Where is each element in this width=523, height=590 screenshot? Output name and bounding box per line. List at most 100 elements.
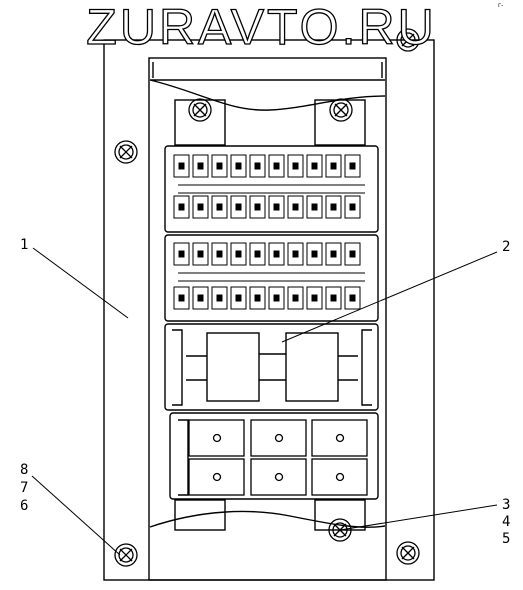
fuse-contact bbox=[235, 250, 242, 258]
fuse-slot bbox=[287, 195, 304, 219]
maxi-fuse bbox=[311, 419, 368, 457]
fuse-slot bbox=[325, 195, 342, 219]
corner-note: г- bbox=[498, 2, 504, 9]
screw-head bbox=[333, 102, 349, 118]
fuse-contact bbox=[235, 294, 242, 302]
fuse-slot bbox=[268, 242, 285, 266]
fuse-contact bbox=[216, 162, 223, 170]
relay-left bbox=[206, 332, 260, 402]
fuse-contact bbox=[311, 162, 318, 170]
fuse-contact bbox=[216, 203, 223, 211]
fuse-slot bbox=[287, 242, 304, 266]
leader-3 bbox=[339, 504, 498, 531]
fuse-slot bbox=[306, 195, 323, 219]
watermark-text: ZURAVTO.RU bbox=[86, 0, 437, 55]
screw-outer bbox=[329, 98, 353, 122]
screw-head bbox=[332, 522, 348, 538]
fuse-contact bbox=[349, 162, 356, 170]
screw-slot bbox=[119, 548, 133, 562]
fuse-contact bbox=[292, 294, 299, 302]
fuse-slot bbox=[268, 195, 285, 219]
maxi-fuse-terminal bbox=[274, 433, 284, 443]
fuse-contact bbox=[254, 162, 261, 170]
fuse-slot bbox=[173, 286, 190, 310]
mount-tab-top-left bbox=[174, 99, 226, 146]
fuse-slot bbox=[306, 286, 323, 310]
fuse-contact bbox=[292, 162, 299, 170]
fuse-contact bbox=[197, 250, 204, 258]
screw-head bbox=[400, 32, 416, 48]
fuse-contact bbox=[292, 250, 299, 258]
fuse-slot bbox=[211, 154, 228, 178]
fuse-slot bbox=[306, 242, 323, 266]
fuse-contact bbox=[349, 203, 356, 211]
fuse-slot bbox=[230, 242, 247, 266]
fuse-contact bbox=[349, 250, 356, 258]
screw-outer bbox=[114, 140, 138, 164]
maxi-fuse-terminal bbox=[335, 472, 345, 482]
fuse-block-lower bbox=[164, 234, 379, 322]
relay-right bbox=[285, 332, 339, 402]
mount-tab-bottom-left bbox=[174, 499, 226, 531]
fuse-slot bbox=[173, 195, 190, 219]
callout-5: 5 bbox=[502, 531, 511, 547]
fuse-contact bbox=[197, 203, 204, 211]
fuse-contact bbox=[330, 294, 337, 302]
fuse-contact bbox=[273, 294, 280, 302]
maxi-fuse-terminal bbox=[212, 433, 222, 443]
screw-head bbox=[118, 547, 134, 563]
screw-outer bbox=[396, 541, 420, 565]
fuse-contact bbox=[216, 294, 223, 302]
maxi-fuse-terminal bbox=[335, 433, 345, 443]
fuse-slot bbox=[325, 286, 342, 310]
fuse-contact bbox=[349, 294, 356, 302]
fuse-slot bbox=[344, 286, 361, 310]
screw-head bbox=[400, 545, 416, 561]
callout-6: 6 bbox=[20, 498, 29, 514]
callout-7: 7 bbox=[20, 480, 29, 496]
screw-outer bbox=[396, 28, 420, 52]
leader-2 bbox=[281, 251, 498, 343]
leader-8 bbox=[31, 475, 121, 556]
fuse-slot bbox=[325, 154, 342, 178]
screw-slot bbox=[119, 145, 133, 159]
fuse-slot bbox=[287, 154, 304, 178]
fuse-slot bbox=[230, 286, 247, 310]
fuse-contact bbox=[235, 203, 242, 211]
fuse-slot bbox=[268, 286, 285, 310]
fuse-slot bbox=[268, 154, 285, 178]
fuse-contact bbox=[311, 250, 318, 258]
fuse-slot bbox=[344, 195, 361, 219]
fuse-contact bbox=[216, 250, 223, 258]
fuse-contact bbox=[273, 162, 280, 170]
screw-head bbox=[192, 102, 208, 118]
fuse-contact bbox=[311, 203, 318, 211]
screw-outer bbox=[328, 518, 352, 542]
fuse-slot bbox=[287, 286, 304, 310]
screw-slot bbox=[401, 33, 415, 47]
fuse-slot bbox=[325, 242, 342, 266]
maxi-fuse-terminal bbox=[274, 472, 284, 482]
fuse-slot bbox=[192, 154, 209, 178]
fuse-slot bbox=[306, 154, 323, 178]
maxi-fuse-block bbox=[169, 412, 379, 500]
fuse-slot bbox=[211, 195, 228, 219]
leader-1 bbox=[32, 247, 129, 319]
screw-outer bbox=[114, 543, 138, 567]
fuse-slot bbox=[192, 286, 209, 310]
fuse-contact bbox=[254, 250, 261, 258]
fuse-contact bbox=[330, 162, 337, 170]
fuse-slot bbox=[249, 286, 266, 310]
fuse-slot bbox=[249, 154, 266, 178]
mount-tab-top-right bbox=[314, 99, 366, 146]
fuse-contact bbox=[311, 294, 318, 302]
fuse-slot bbox=[211, 242, 228, 266]
fuse-slot bbox=[249, 242, 266, 266]
fuse-contact bbox=[197, 294, 204, 302]
maxi-fuse bbox=[188, 419, 245, 457]
screw-slot bbox=[193, 103, 207, 117]
fuse-contact bbox=[273, 203, 280, 211]
fuse-slot bbox=[173, 154, 190, 178]
callout-3: 3 bbox=[502, 497, 511, 513]
